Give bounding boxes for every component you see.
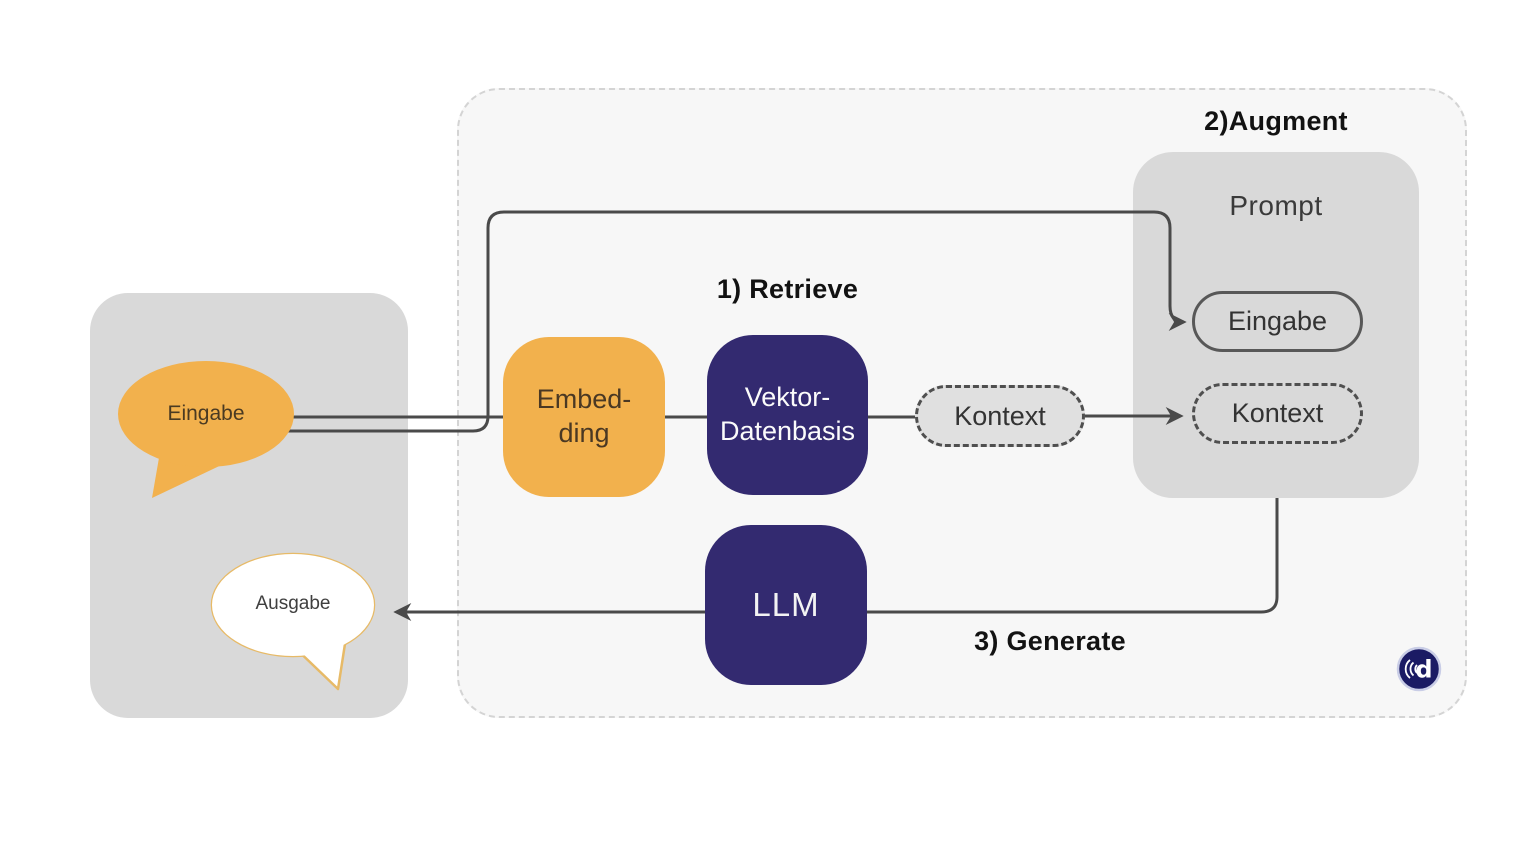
embedding-node: Embed- ding [503, 337, 665, 497]
llm-node: LLM [705, 525, 867, 685]
step-label-generate: 3) Generate [974, 626, 1126, 656]
vector-db-label-line1: Vektor- [744, 382, 831, 413]
embedding-label-line1: Embed- [536, 384, 632, 415]
context-node: Kontext [915, 385, 1085, 447]
prompt-input-label: Eingabe [1227, 306, 1328, 336]
llm-label: LLM [752, 586, 820, 624]
vector-db-label-line2: Datenbasis [719, 416, 856, 446]
embedding-label-line2: ding [558, 418, 610, 448]
context-label: Kontext [954, 400, 1046, 431]
output-speech-bubble [210, 552, 376, 691]
prompt-context-pill: Kontext [1192, 383, 1363, 444]
prompt-context-label: Kontext [1231, 398, 1324, 428]
input-speech-bubble [118, 361, 294, 498]
step-label-augment: 2)Augment [1204, 106, 1348, 136]
step-label-retrieve: 1) Retrieve [716, 274, 859, 304]
brand-logo-icon: d [1396, 646, 1442, 692]
output-bubble-label: Ausgabe [255, 593, 331, 614]
prompt-title: Prompt [1229, 190, 1323, 221]
input-bubble-label: Eingabe [167, 402, 245, 425]
logo-letter: d [1415, 656, 1432, 684]
vector-database-node: Vektor- Datenbasis [707, 335, 868, 495]
prompt-input-pill: Eingabe [1192, 291, 1363, 352]
